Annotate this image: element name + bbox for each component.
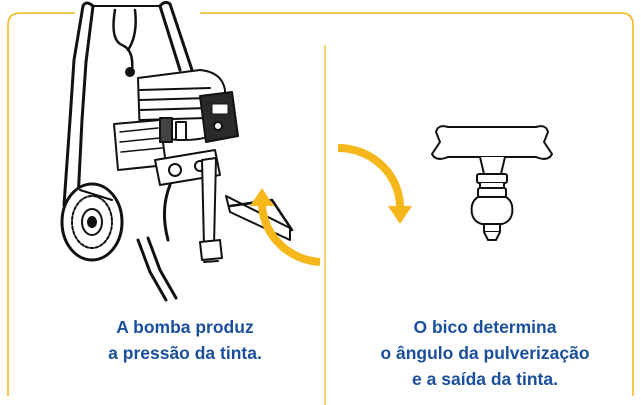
pump-caption-line-1: A bomba produz: [116, 317, 254, 337]
pump-caption: A bomba produz a pressão da tinta.: [60, 314, 310, 366]
panel-border: [7, 12, 634, 396]
pump-caption-line-2: a pressão da tinta.: [108, 343, 262, 363]
tip-caption-line-2: o ângulo da pulverização: [380, 343, 590, 363]
spray-tip-illustration: [431, 125, 553, 241]
airless-sprayer-pump-illustration: [60, 0, 294, 302]
tip-caption-line-1: O bico determina: [413, 317, 557, 337]
tip-caption: O bico determina o ângulo da pulverizaçã…: [345, 314, 625, 392]
tip-caption-line-3: e a saída da tinta.: [412, 369, 558, 389]
circular-arrows-cycle-icon: [250, 143, 412, 266]
